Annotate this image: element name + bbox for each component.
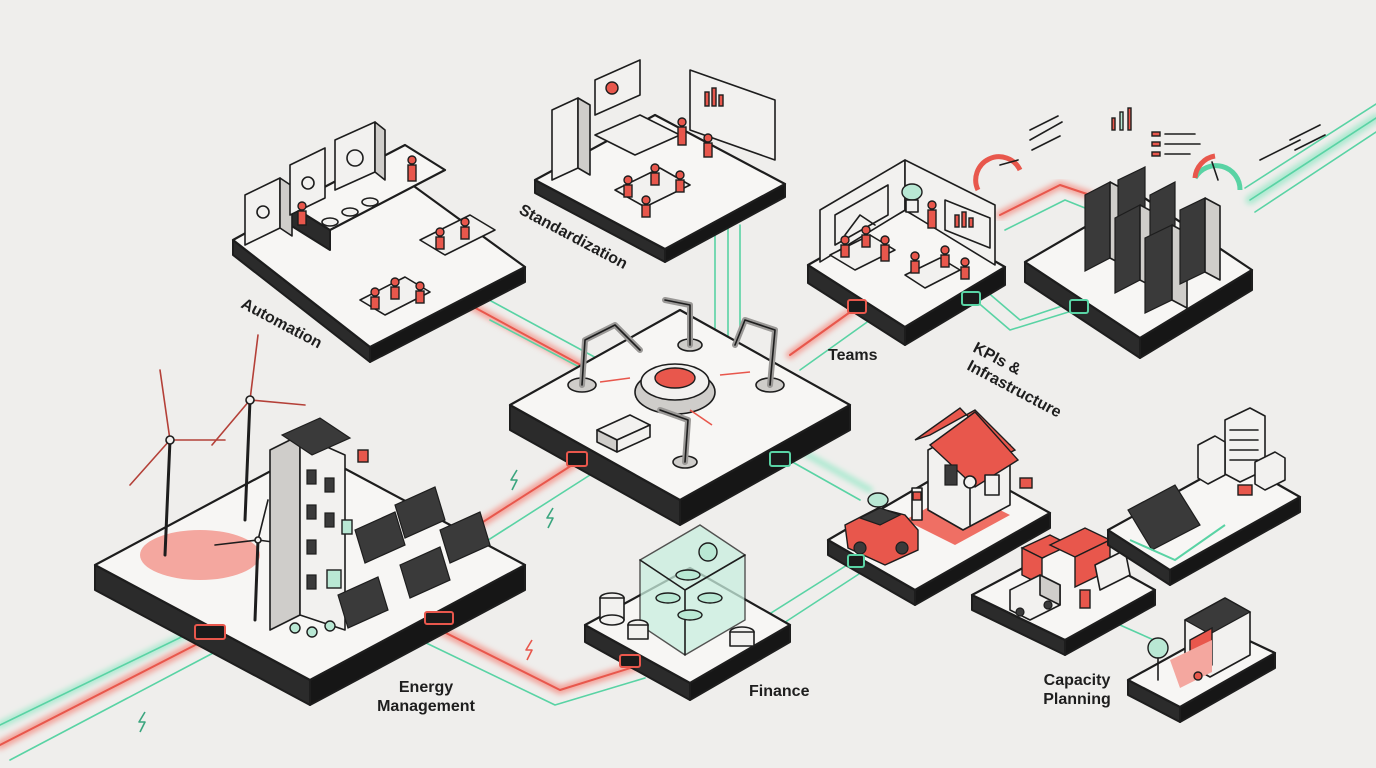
glass-house bbox=[639, 524, 746, 656]
electric-car bbox=[844, 507, 919, 566]
red-ground-zone bbox=[140, 530, 260, 580]
lightning-icons bbox=[138, 469, 554, 733]
platform-ev-home bbox=[826, 407, 1052, 606]
workers bbox=[297, 155, 417, 226]
platform-kpis-infrastructure bbox=[973, 107, 1326, 359]
label-capacity-line2: Planning bbox=[1043, 691, 1111, 708]
charging-nodes bbox=[289, 449, 369, 638]
drums bbox=[321, 197, 379, 227]
workers bbox=[840, 200, 970, 280]
gauge-icon bbox=[1192, 153, 1243, 191]
machine-cabinets bbox=[244, 121, 386, 246]
solar-panels bbox=[337, 486, 491, 629]
delivery-truck bbox=[1009, 574, 1061, 621]
floating-charts bbox=[1029, 107, 1326, 161]
platform-teams bbox=[806, 159, 1007, 346]
gauge-icon bbox=[973, 154, 1023, 192]
robot-arms bbox=[567, 297, 785, 469]
label-capacity-line1: Capacity bbox=[1044, 672, 1111, 689]
server-units bbox=[1197, 407, 1286, 491]
workers bbox=[623, 117, 713, 218]
lightning-icon bbox=[510, 469, 518, 491]
platform-hub bbox=[508, 297, 852, 526]
label-energy-line2: Management bbox=[377, 698, 475, 715]
platform-standardization bbox=[533, 59, 787, 263]
server-racks bbox=[1084, 166, 1221, 314]
storage-building bbox=[1170, 597, 1252, 688]
label-teams: Teams bbox=[828, 347, 878, 364]
lightning-icon bbox=[525, 639, 533, 661]
platform-automation bbox=[231, 121, 527, 363]
platform-finance bbox=[583, 524, 792, 701]
label-finance: Finance bbox=[749, 683, 810, 700]
platform-solar-storage bbox=[1106, 407, 1302, 586]
label-energy-line1: Energy bbox=[399, 679, 453, 696]
platform-energy-management bbox=[93, 334, 527, 706]
desk-cluster bbox=[359, 214, 496, 316]
platform-logistics bbox=[970, 527, 1157, 656]
wind-turbines bbox=[129, 334, 306, 622]
line-teams-kpis bbox=[974, 299, 1076, 331]
coin-stacks bbox=[599, 542, 755, 647]
lightning-icon bbox=[138, 711, 146, 733]
platform-capacity-planning bbox=[1126, 597, 1277, 723]
lightning-icon bbox=[546, 507, 554, 529]
building bbox=[269, 417, 352, 631]
